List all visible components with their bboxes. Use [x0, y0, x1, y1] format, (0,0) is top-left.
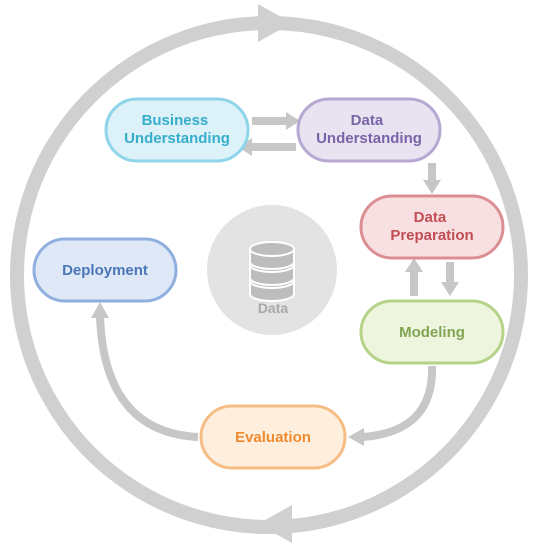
outer-arrowhead-top	[258, 4, 292, 42]
svg-text:Data Understanding: Data Understanding	[316, 112, 422, 147]
phase-label-line: Understanding	[316, 130, 422, 147]
phase-label: Deployment	[62, 262, 148, 279]
arrow-preparation-to-modeling	[441, 262, 459, 296]
arrow-evaluation-to-deployment	[91, 302, 199, 441]
phase-label: Evaluation	[235, 429, 311, 446]
phase-label: Modeling	[399, 324, 465, 341]
phase-box	[104, 97, 250, 163]
arrow-data-understanding-to-preparation	[423, 163, 441, 194]
database-icon	[249, 241, 295, 302]
phase-data-preparation[interactable]: Data Preparation	[359, 194, 505, 260]
phase-box	[359, 299, 505, 365]
phase-label-line: Data	[351, 112, 384, 129]
phase-evaluation[interactable]: Evaluation	[199, 404, 347, 470]
outer-cycle-ring	[10, 4, 528, 543]
phase-data-understanding[interactable]: Data Understanding	[296, 97, 442, 163]
center-data-label: Data	[258, 300, 289, 316]
phase-label-line: Preparation	[390, 227, 473, 244]
phase-box	[359, 194, 505, 260]
phase-label-line: Data	[414, 209, 447, 226]
arrow-data-understanding-to-business	[238, 138, 296, 156]
phase-box	[199, 404, 347, 470]
arrow-modeling-to-evaluation	[348, 365, 437, 446]
phase-label-line: Business	[142, 112, 209, 129]
phase-box	[32, 237, 178, 303]
phase-label-line: Understanding	[124, 130, 230, 147]
center-data: Data	[207, 205, 337, 335]
arrow-modeling-to-preparation	[405, 258, 423, 296]
phase-deployment[interactable]: Deployment	[32, 237, 178, 303]
svg-text:Business Understandi: Business Understanding	[124, 112, 230, 147]
phase-box	[296, 97, 442, 163]
phase-modeling[interactable]: Modeling	[359, 299, 505, 365]
phase-nodes: Business Understanding Data Understandin…	[32, 97, 505, 470]
svg-text:Data Preparation: Data Preparation	[390, 209, 473, 244]
inner-arrows	[91, 112, 459, 446]
phase-business-understanding[interactable]: Business Understanding	[104, 97, 250, 163]
arrow-business-to-data-understanding	[252, 112, 300, 130]
outer-arrowhead-bottom	[258, 505, 292, 543]
